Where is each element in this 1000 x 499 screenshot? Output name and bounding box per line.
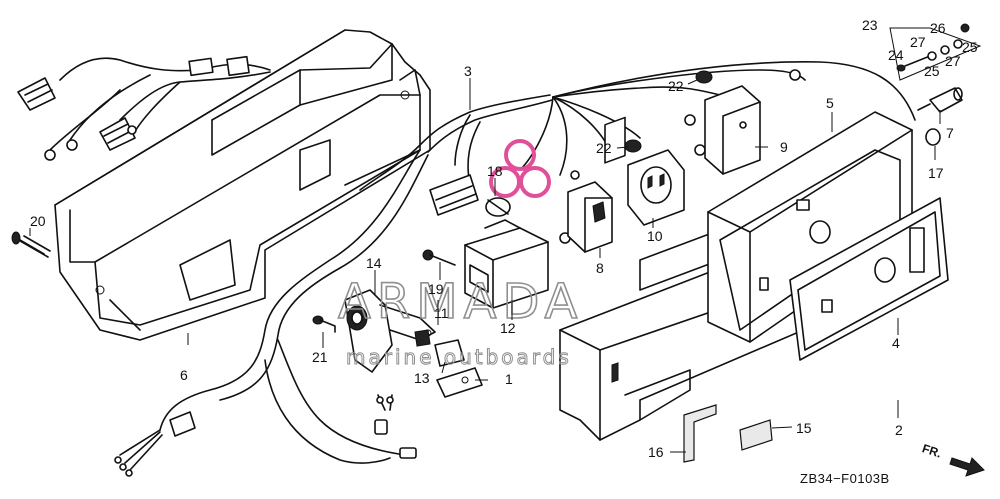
callout-26: 26 [930, 20, 946, 36]
callout-15: 15 [796, 420, 812, 436]
screw-21 [312, 315, 336, 333]
screw-20 [11, 231, 51, 258]
callout-18: 18 [487, 163, 503, 179]
hardware-kit-23 [889, 23, 982, 81]
harness-upper-left [17, 55, 271, 161]
callout-27-b: 27 [945, 53, 961, 69]
receptacle-9 [704, 85, 761, 175]
callout-27-a: 27 [910, 34, 926, 50]
callout-3: 3 [464, 63, 472, 79]
watermark-logo [489, 139, 551, 198]
callout-1: 1 [505, 371, 513, 387]
callout-22-upper: 22 [668, 78, 684, 94]
callout-2: 2 [895, 422, 903, 438]
callout-10: 10 [647, 228, 663, 244]
front-direction-label: FR. [920, 441, 943, 460]
callout-22-lower: 22 [596, 140, 612, 156]
callout-25-b: 25 [962, 39, 978, 55]
callout-21: 21 [312, 349, 328, 365]
watermark: ARMADA marine outboards [337, 139, 583, 370]
cap-17 [925, 128, 941, 146]
callout-4: 4 [892, 335, 900, 351]
callout-12: 12 [500, 320, 516, 336]
callout-14: 14 [366, 255, 382, 271]
label-15 [739, 419, 773, 451]
decal-4 [789, 197, 949, 361]
clip-11 [414, 329, 431, 347]
leader-lines [29, 78, 941, 453]
switch-1 [436, 367, 483, 398]
callout-23: 23 [862, 17, 878, 33]
callout-19: 19 [428, 281, 444, 297]
callout-24: 24 [888, 47, 904, 63]
callout-7: 7 [946, 125, 954, 141]
callout-5: 5 [826, 95, 834, 111]
control-unit-12 [464, 219, 549, 309]
callout-25-a: 25 [924, 63, 940, 79]
callout-9: 9 [780, 139, 788, 155]
control-box-cover [54, 29, 431, 341]
diagram-code: ZB34−F0103B [800, 471, 890, 486]
main-harness [114, 61, 916, 477]
callout-17: 17 [928, 165, 944, 181]
watermark-brand: ARMADA [338, 274, 583, 330]
breaker-8 [567, 181, 613, 253]
callout-16: 16 [648, 444, 664, 460]
nut-22-lower [624, 139, 642, 153]
nut-22-upper [695, 70, 713, 84]
panel-face-5 [707, 111, 913, 343]
clip-13 [434, 339, 465, 367]
front-direction: FR. [920, 441, 985, 477]
callout-13: 13 [414, 370, 430, 386]
callout-8: 8 [596, 260, 604, 276]
label-16 [683, 404, 717, 463]
callouts: 3 6 20 14 21 11 13 1 19 12 18 8 10 22 22… [30, 17, 978, 460]
callout-20: 20 [30, 213, 46, 229]
front-arrow-icon [949, 457, 985, 477]
callout-11: 11 [434, 305, 449, 321]
watermark-tagline: marine outboards [346, 345, 572, 369]
bracket-14 [344, 289, 436, 373]
callout-6: 6 [180, 367, 188, 383]
screw-19 [422, 249, 456, 266]
receptacle-10 [627, 149, 685, 226]
plug-7 [917, 87, 963, 113]
clamp-18 [485, 197, 511, 217]
